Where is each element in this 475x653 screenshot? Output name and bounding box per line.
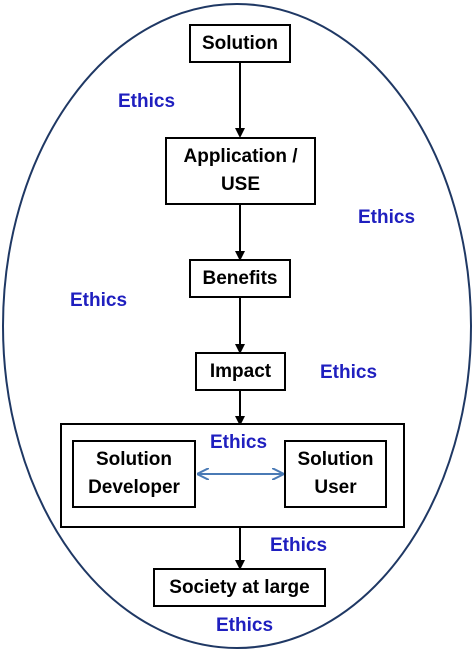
node-impact: Impact	[195, 352, 286, 391]
node-solution: Solution	[189, 24, 291, 63]
node-benefits: Benefits	[189, 259, 291, 298]
ethics-label-3: Ethics	[70, 290, 128, 311]
ethics-label-5: Ethics	[210, 432, 268, 453]
ethics-label-4: Ethics	[320, 362, 378, 383]
ethics-label-2: Ethics	[358, 207, 416, 228]
node-society-at-large: Society at large	[153, 568, 326, 607]
outer-ellipse	[2, 3, 472, 649]
node-solution-developer: Solution Developer	[72, 440, 196, 508]
ethics-label-1: Ethics	[118, 91, 176, 112]
node-solution-user: Solution User	[284, 440, 387, 508]
ethics-label-7: Ethics	[216, 615, 274, 636]
ethics-label-6: Ethics	[270, 535, 328, 556]
node-application: Application / USE	[165, 137, 316, 205]
